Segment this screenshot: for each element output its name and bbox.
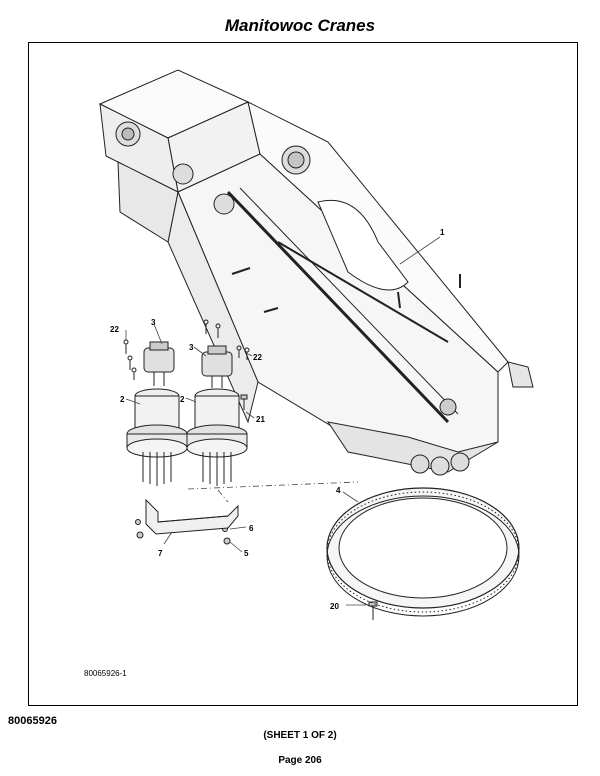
callout-5: 5 <box>244 549 249 558</box>
rotating-bed-frame <box>98 69 534 476</box>
callout-4: 4 <box>336 486 341 495</box>
callout-3-right: 3 <box>189 343 194 352</box>
document-number: 80065926 <box>8 715 57 727</box>
page-title: Manitowoc Cranes <box>224 16 376 35</box>
callout-20: 20 <box>330 602 339 611</box>
figure-frame <box>28 42 578 706</box>
callout-6: 6 <box>249 524 254 533</box>
callout-2-right: 2 <box>180 395 185 404</box>
callout-1: 1 <box>440 228 445 237</box>
callout-3-left: 3 <box>151 318 156 327</box>
mounting-bracket <box>145 498 239 535</box>
swing-drive-right <box>186 388 248 486</box>
sheet-indicator: (SHEET 1 OF 2) <box>263 730 337 741</box>
leader-lines <box>125 236 441 606</box>
swing-motor-right <box>201 345 233 388</box>
swing-bearing <box>326 487 520 617</box>
drawing-number: 80065926-1 <box>84 669 127 678</box>
swing-drive-left <box>126 388 188 486</box>
bolts <box>123 319 378 620</box>
swing-motor-left <box>143 341 175 386</box>
callout-labels: 1 2 2 3 3 4 5 6 7 20 21 22 22 <box>110 228 445 611</box>
parts-diagram: 1 2 2 3 3 4 5 6 7 20 21 22 22 80065926-1 <box>84 69 534 678</box>
page-number: Page 206 <box>278 755 322 766</box>
callout-2-left: 2 <box>120 395 125 404</box>
callout-21: 21 <box>256 415 265 424</box>
callout-22-right: 22 <box>253 353 262 362</box>
callout-7: 7 <box>158 549 163 558</box>
callout-22-left: 22 <box>110 325 119 334</box>
